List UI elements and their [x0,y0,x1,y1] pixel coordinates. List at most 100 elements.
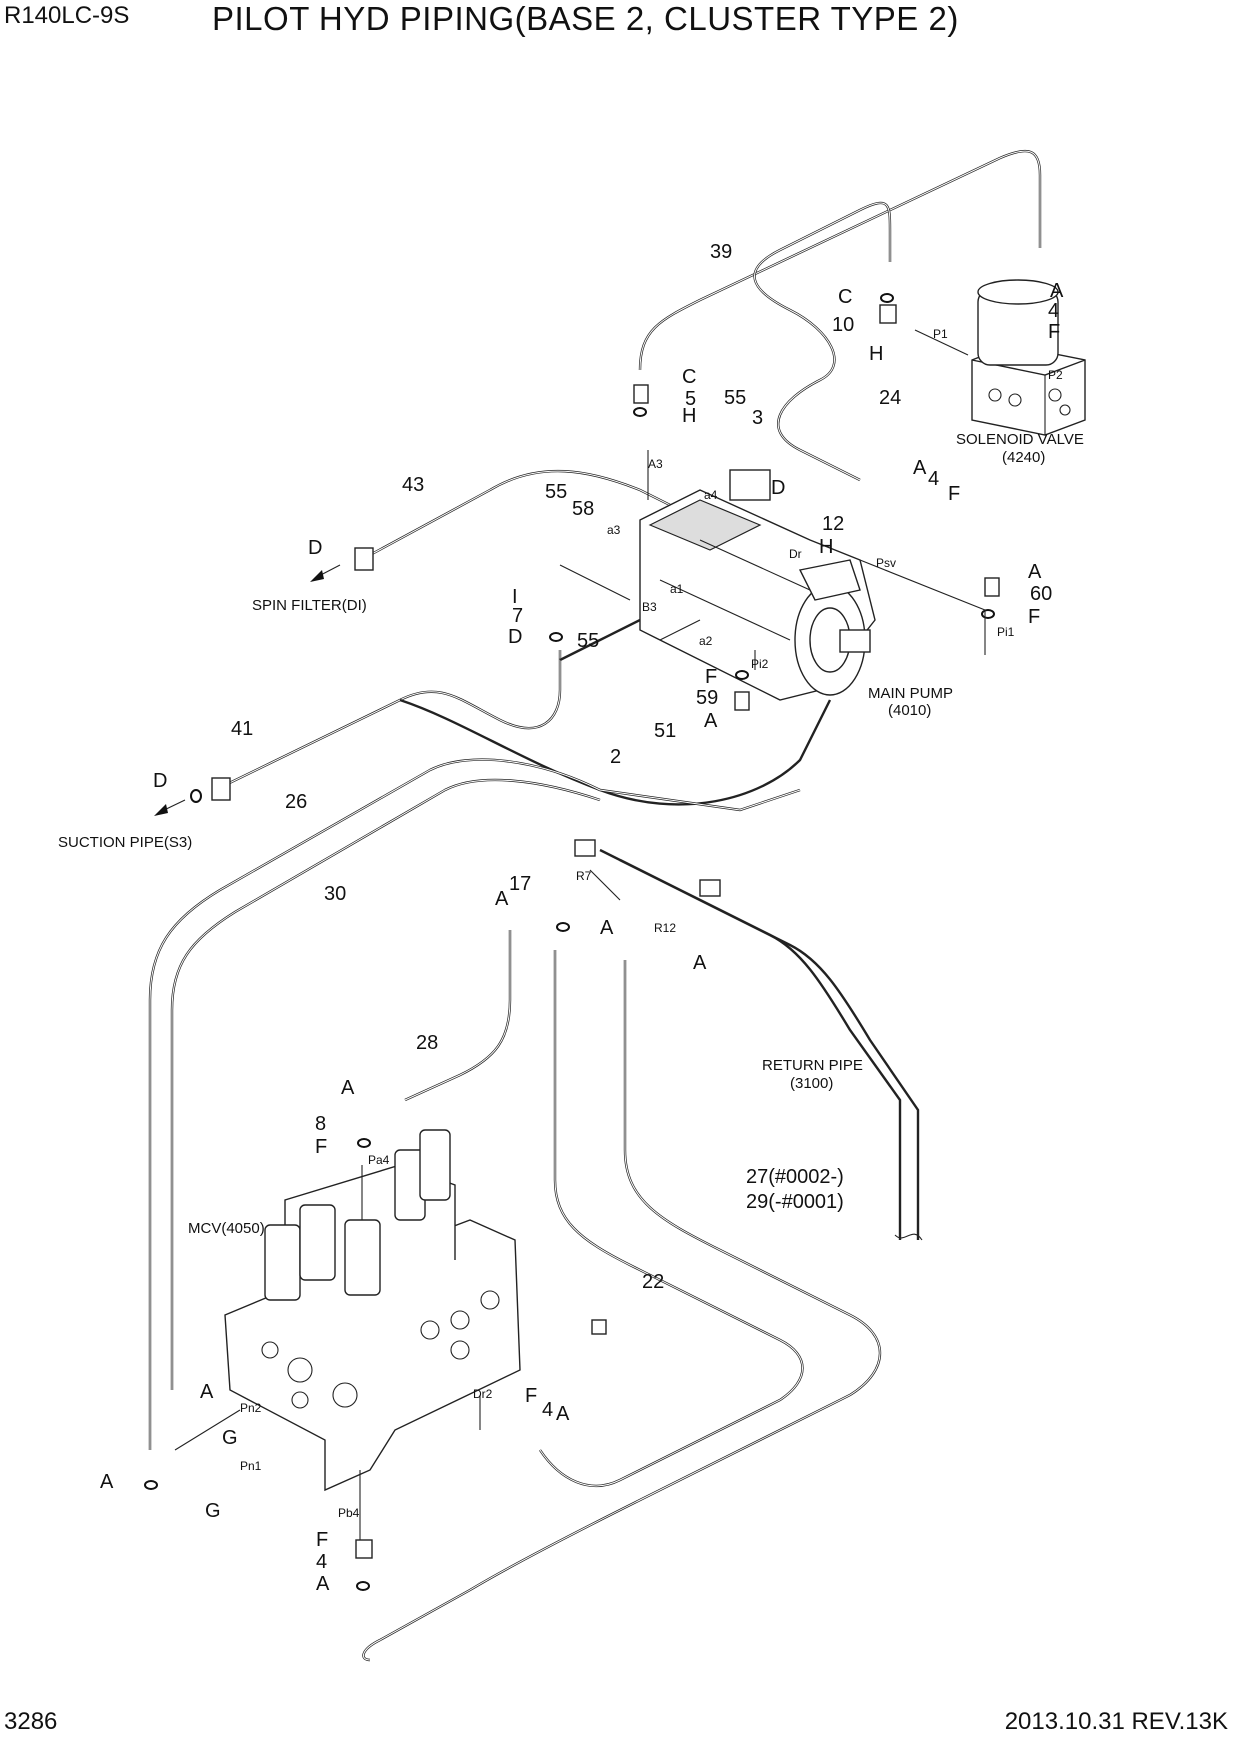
callout-41: 41 [231,718,253,740]
callout-39: 39 [710,241,732,263]
letter-callouts: A C F H C H A F D H D A F I D F A D A A … [100,280,1064,1595]
letter-H: H [682,405,696,427]
letter-F: F [948,483,960,505]
letter-F: F [525,1385,537,1407]
letter-I: I [512,586,518,608]
letter-D: D [771,477,785,499]
component-labels: SOLENOID VALVE (4240) MAIN PUMP (4010) R… [58,431,1084,1237]
callout-4: 4 [928,468,939,490]
callout-55: 55 [577,630,599,652]
callout-12: 12 [822,513,844,535]
solenoid-valve-code: (4240) [1002,449,1045,466]
letter-G: G [222,1427,238,1449]
letter-F: F [1028,606,1040,628]
main-pump [639,469,876,701]
main-pump-label: MAIN PUMP [868,685,953,702]
callout-8: 8 [315,1113,326,1135]
callout-43: 43 [402,474,424,496]
solenoid-valve-label: SOLENOID VALVE [956,431,1084,448]
letter-A: A [316,1573,330,1595]
letter-A: A [100,1471,114,1493]
mcv-valve [224,1129,521,1492]
letter-F: F [705,666,717,688]
solenoid-valve [971,279,1086,436]
port-P2: P2 [1048,368,1063,382]
callout-5: 5 [685,388,696,410]
callout-55: 55 [724,387,746,409]
port-B3: B3 [642,600,657,614]
leader-lines [174,329,986,1540]
hose-30 [170,778,601,1390]
port-R12: R12 [654,921,676,935]
hose-24 [753,201,892,482]
letter-G: G [205,1500,221,1522]
hose-43 [369,469,741,557]
callout-4: 4 [542,1399,553,1421]
letter-H: H [869,343,883,365]
callout-4: 4 [1048,300,1059,322]
mcv-label: MCV(4050) [188,1220,265,1237]
port-Psv: Psv [876,556,896,570]
port-a3: a3 [607,523,621,537]
port-a2: a2 [699,634,713,648]
callout-30: 30 [324,883,346,905]
callout-29: 29(-#0001) [746,1191,844,1213]
return-pipe-label: RETURN PIPE [762,1057,863,1074]
letter-F: F [316,1529,328,1551]
callout-22: 22 [642,1271,664,1293]
callout-60: 60 [1030,583,1052,605]
page-title: PILOT HYD PIPING(BASE 2, CLUSTER TYPE 2) [212,0,959,37]
port-Pi1: Pi1 [997,625,1015,639]
letter-D: D [508,626,522,648]
port-Pa4: Pa4 [368,1153,390,1167]
callout-59: 59 [696,687,718,709]
letter-D: D [153,770,167,792]
callout-51: 51 [654,720,676,742]
callout-58: 58 [572,498,594,520]
part-number-callouts: 39 10 4 24 5 55 3 4 43 55 58 12 60 7 55 … [231,241,1059,1573]
callout-27: 27(#0002-) [746,1166,844,1188]
model-code: R140LC-9S [4,2,130,29]
port-tags: P1 P2 A3 a4 a3 a1 B3 a2 Dr Psv Pi1 Pi2 R… [240,327,1063,1520]
return-pipe [599,848,923,1241]
callout-3: 3 [752,407,763,429]
hose-27-29 [539,950,804,1488]
callout-55: 55 [545,481,567,503]
letter-A: A [1028,561,1042,583]
letter-C: C [682,366,696,388]
fittings [144,293,1000,1591]
letter-F: F [315,1136,327,1158]
port-Pn2: Pn2 [240,1401,262,1415]
port-a4: a4 [704,488,718,502]
port-Dr: Dr [789,547,802,561]
letter-A: A [704,710,718,732]
callout-24: 24 [879,387,901,409]
suction-pipe-label: SUCTION PIPE(S3) [58,834,192,851]
port-Pn1: Pn1 [240,1459,262,1473]
port-Pi2: Pi2 [751,657,769,671]
letter-C: C [838,286,852,308]
port-a1: a1 [670,582,684,596]
letter-A: A [600,917,614,939]
page-number: 3286 [4,1708,58,1735]
return-pipe-code: (3100) [790,1075,833,1092]
callout-4: 4 [316,1551,327,1573]
letter-A: A [341,1077,355,1099]
callout-26: 26 [285,791,307,813]
letter-A: A [495,888,509,910]
callout-7: 7 [512,605,523,627]
letter-F: F [1048,321,1060,343]
port-A3: A3 [648,457,663,471]
letter-D: D [308,537,322,559]
letter-A: A [913,457,927,479]
callout-10: 10 [832,314,854,336]
port-Pb4: Pb4 [338,1506,360,1520]
spin-filter-label: SPIN FILTER(DI) [252,597,367,614]
letter-H: H [819,536,833,558]
hose-39 [638,149,1042,371]
direction-arrows [154,564,341,816]
port-R7: R7 [576,869,592,883]
hose-26 [148,758,801,1450]
